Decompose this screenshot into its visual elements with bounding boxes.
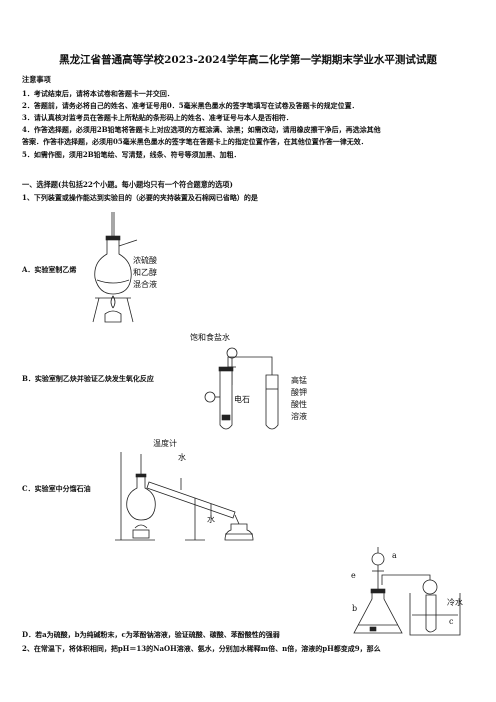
- q1-stem: 1、下列装置或操作能达到实验目的（必要的夹持装置及石棉网已省略）的是: [22, 193, 258, 202]
- note-item-4: 4．作答选择题，必须用2B铅笔将答题卡上对应选项的方框涂满、涂黑；如需改动，请用…: [22, 125, 381, 134]
- label-d-a: a: [392, 551, 397, 560]
- apparatus-c-distillation: [115, 452, 254, 541]
- label-b-stone: 电石: [234, 395, 250, 404]
- label-b-brine: 饱和食盐水: [190, 333, 230, 342]
- label-d-e: e: [351, 571, 356, 580]
- note-item-3: 3．请认真核对监考员在答题卡上所粘贴的条形码上的姓名、准考证号与本人是否相符．: [22, 113, 293, 122]
- page-title: 黑龙江省普通高等学校2023-2024学年高二化学第一学期期末学业水平测试试题: [59, 54, 437, 66]
- label-b-right-4: 溶液: [291, 412, 307, 421]
- section-heading: 一、选择题(共包括22个小题。每小题均只有一个符合题意的选项): [22, 180, 233, 189]
- label-a-3: 混合液: [133, 280, 157, 289]
- label-c-water-out: 水: [207, 515, 215, 524]
- label-a-2: 和乙醇: [133, 268, 157, 277]
- label-b-right-3: 酸性: [291, 400, 307, 409]
- label-c-water-in: 水: [178, 453, 186, 462]
- q1-option-a: A．实验室制乙烯: [22, 265, 77, 274]
- q1-option-d: D．若a为硫酸，b为纯碱粉末，c为苯酚钠溶液，验证硫酸、碳酸、苯酚酸性的强弱: [22, 630, 280, 639]
- label-a-1: 浓硫酸: [133, 256, 157, 265]
- apparatus-a-ethylene: [92, 212, 138, 323]
- label-b-right-2: 酸钾: [291, 388, 307, 397]
- label-b-right-1: 高锰: [291, 376, 307, 385]
- q2-stem: 2、在常温下，将体积相同，把pH＝13的NaOH溶液、氨水，分别加水稀释m倍、n…: [22, 644, 381, 653]
- note-item-5: 5．如需作图，须用2B铅笔绘、写清楚，线条、符号等须加黑、加粗．: [22, 150, 241, 159]
- notes-heading: 注意事项: [22, 75, 51, 84]
- label-d-c: c: [449, 617, 454, 626]
- label-d-b: b: [352, 604, 358, 613]
- q1-option-b: B．实验室制乙炔并验证乙炔发生氧化反应: [22, 374, 154, 383]
- label-d-cold-water: 冷水: [447, 598, 463, 607]
- apparatus-b-acetylene: [204, 347, 279, 430]
- label-c-thermometer: 温度计: [153, 439, 177, 448]
- note-item-4-cont: 答案．作答非选择题，必须用05毫米黑色墨水的签字笔在答题卡上的指定位置作答，在其…: [22, 137, 368, 146]
- q1-option-c: C．实验室中分馏石油: [22, 484, 91, 493]
- note-item-2: 2．答题前，请务必将自己的姓名、准考证号用0．5毫米黑色墨水的签字笔填写在试卷及…: [22, 101, 359, 110]
- apparatus-d-acidity: [353, 547, 461, 636]
- note-item-1: 1．考试结束后，请将本试卷和答题卡一并交回．: [22, 89, 174, 98]
